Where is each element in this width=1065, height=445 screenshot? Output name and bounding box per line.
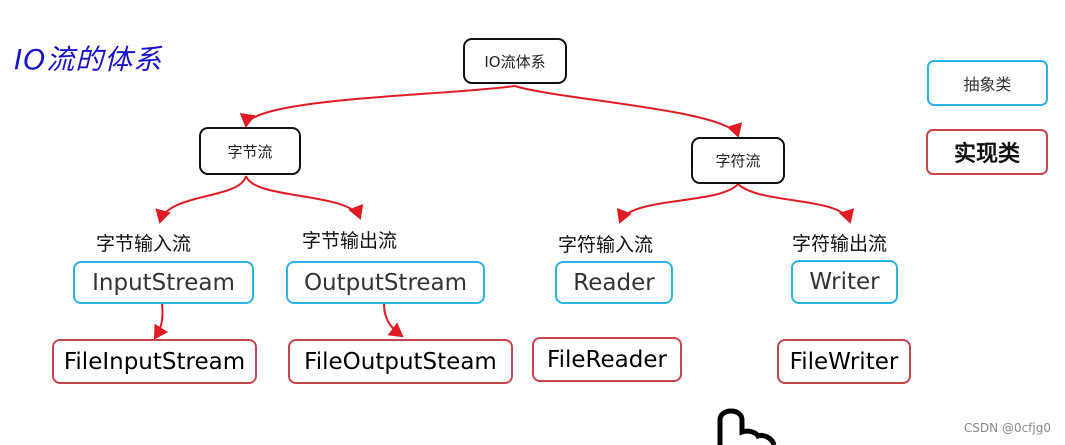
filewriter-box: FileWriter [777,339,911,384]
arrow-byte-to-in [155,175,247,224]
arrow-output-to-file [383,303,404,338]
arrow-root-to-char [514,85,743,138]
fileoutputsteam-box: FileOutputSteam [288,339,513,384]
arrow-char-to-in [616,183,739,224]
reader-box: Reader [555,261,673,304]
label-char-input: 字符输入流 [558,234,654,256]
legend-abstract: 抽象类 [927,60,1048,106]
arrow-input-to-file [153,303,169,340]
outputstream-box: OutputStream [286,261,485,304]
label-byte-output: 字节输出流 [302,230,398,252]
arrow-root-to-byte [239,85,516,128]
page-title: IO流的体系 [14,43,163,76]
label-byte-input: 字节输入流 [96,233,192,255]
legend-impl: 实现类 [926,129,1048,175]
arrow-char-to-out [737,183,855,224]
char-stream-node: 字符流 [691,137,785,184]
root-node: IO流体系 [463,38,567,84]
filereader-box: FileReader [532,337,682,382]
fileinputstream-box: FileInputStream [52,339,257,384]
label-char-output: 字符输出流 [792,233,888,255]
writer-box: Writer [791,260,898,304]
inputstream-box: InputStream [73,261,254,304]
hand-cursor-icon [717,408,777,445]
arrow-byte-to-out [245,175,364,220]
watermark: CSDN @0cfjg0 [963,421,1051,435]
byte-stream-node: 字节流 [199,127,301,175]
